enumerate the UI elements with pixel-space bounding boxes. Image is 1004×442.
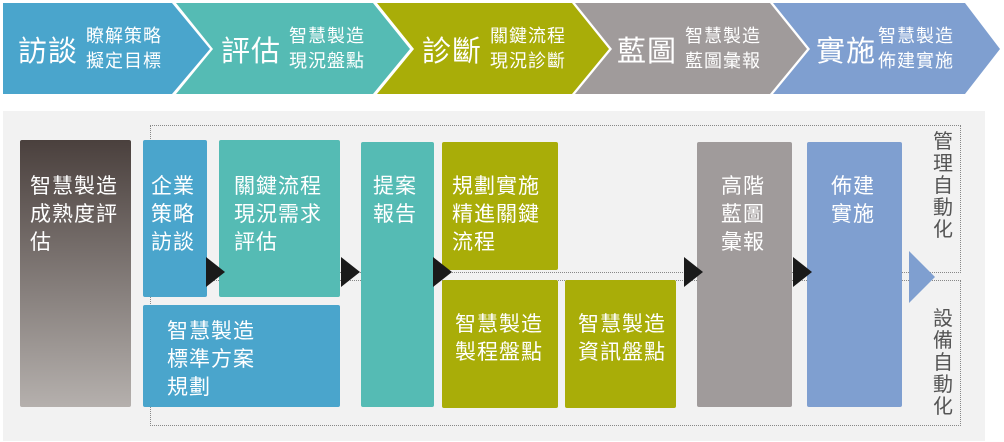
deploy-box: 佈建實施: [807, 142, 902, 407]
box-text: 高階藍圖彙報: [721, 174, 765, 254]
arrow-right-icon: [206, 257, 225, 287]
phase-chevrons: [3, 3, 1000, 94]
box-text: 關鍵流程現況需求評估: [234, 174, 322, 254]
box-text: 企業策略訪談: [151, 174, 195, 254]
arrow-right-icon: [684, 257, 703, 287]
phase-interview: 訪談瞭解策略擬定目標: [18, 3, 162, 94]
box-text: 智慧製造資訊盤點: [578, 312, 666, 364]
phase-line: 智慧製造: [878, 25, 955, 47]
phase-line: 智慧製造: [289, 25, 366, 47]
phase-title: 訪談: [18, 33, 79, 68]
phase-implement: 實施智慧製造佈建實施: [816, 3, 954, 94]
info-inventory-box: 智慧製造資訊盤點: [565, 280, 676, 408]
maturity-box: 智慧製造成熟度評估: [20, 140, 131, 407]
phase-line: 藍圖彙報: [685, 50, 762, 72]
phase-diagnose: 診斷關鍵流程現況診斷: [422, 3, 566, 94]
phase-line: 瞭解策略: [86, 25, 163, 47]
process-box: 關鍵流程現況需求評估: [219, 140, 340, 297]
output-arrow-icon: [909, 251, 935, 303]
phase-line: 智慧製造: [685, 25, 762, 47]
phase-line: 擬定目標: [86, 50, 163, 72]
phase-blueprint: 藍圖智慧製造藍圖彙報: [617, 3, 761, 94]
box-text: 佈建實施: [831, 174, 875, 226]
phase-line: 現況診斷: [490, 50, 567, 72]
lane-label-management: 管理自動化: [933, 129, 953, 241]
blueprint-box: 高階藍圖彙報: [697, 142, 792, 407]
plan-box: 規劃實施精進關鍵流程: [442, 142, 558, 270]
phase-title: 評估: [221, 33, 282, 68]
box-text: 規劃實施精進關鍵流程: [452, 174, 540, 254]
arrow-right-icon: [433, 257, 452, 287]
box-text: 智慧製造成熟度評估: [30, 174, 118, 254]
chevron-diagnose: [377, 3, 609, 94]
arrow-right-icon: [341, 257, 360, 287]
phase-line: 關鍵流程: [490, 25, 567, 47]
phase-title: 診斷: [422, 33, 483, 68]
lane-label-equipment: 設備自動化: [933, 306, 953, 418]
phase-line: 現況盤點: [289, 50, 366, 72]
proposal-box: 提案報告: [361, 142, 434, 407]
mfg-inventory-box: 智慧製造製程盤點: [442, 280, 558, 408]
box-text: 提案報告: [373, 174, 417, 226]
chevron-implement: [773, 3, 1000, 94]
box-text: 智慧製造製程盤點: [455, 312, 543, 364]
phase-line: 佈建實施: [878, 50, 955, 72]
arrow-right-icon: [793, 257, 812, 287]
phase-title: 藍圖: [617, 33, 678, 68]
standard-box: 智慧製造標準方案規劃: [143, 305, 340, 407]
chevron-assess: [176, 3, 410, 94]
phase-assess: 評估智慧製造現況盤點: [221, 3, 365, 94]
box-text: 智慧製造標準方案規劃: [167, 319, 255, 399]
chevron-interview: [3, 3, 210, 94]
phase-title: 實施: [816, 33, 877, 68]
chevron-blueprint: [575, 3, 807, 94]
strategy-box: 企業策略訪談: [143, 140, 207, 297]
